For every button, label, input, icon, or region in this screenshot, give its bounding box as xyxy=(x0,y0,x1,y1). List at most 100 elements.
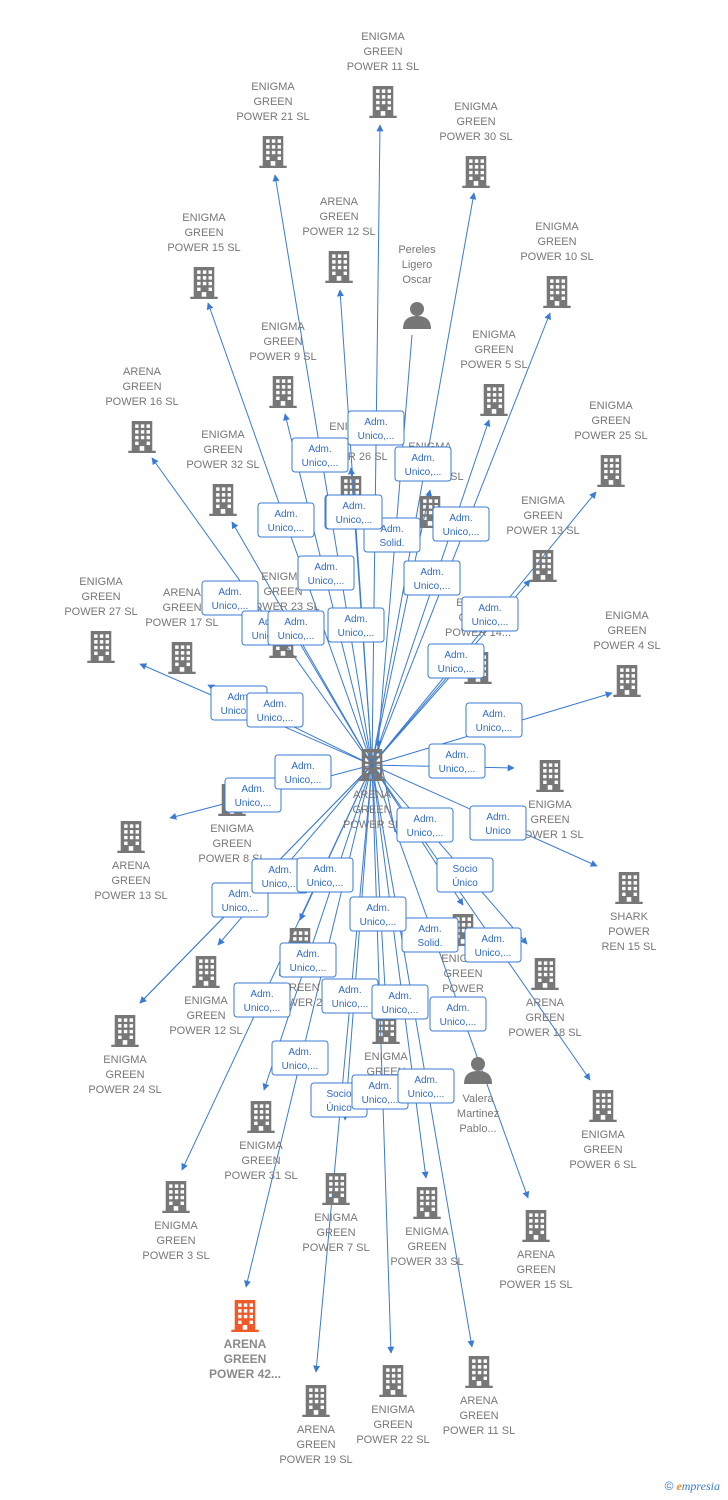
edge-label-n3[interactable]: Adm.Unico,... xyxy=(394,446,452,482)
edge-label-text: Adm. xyxy=(414,1075,437,1086)
edge-label-n41[interactable]: Adm.Unico,... xyxy=(396,807,454,843)
node-label-line: GREEN xyxy=(156,1235,195,1247)
node-label-line: ENIGMA xyxy=(239,1140,283,1152)
edge-label-n19[interactable]: Adm.Unico,... xyxy=(274,754,332,790)
edge-label-n30[interactable]: Adm.Unico,... xyxy=(429,996,487,1032)
node-label-line: GREEN xyxy=(184,227,223,239)
edge-label-n1[interactable]: Adm.Unico,... xyxy=(347,410,405,446)
edge-label-n24[interactable]: Adm.Unico,... xyxy=(464,927,522,963)
node-label-line: GREEN xyxy=(224,1352,267,1366)
node-label-line: ENIGMA xyxy=(361,31,405,43)
edge-label-n5[interactable]: Adm.Unico,... xyxy=(201,580,259,616)
edge-label-n40[interactable]: Adm.Unico,... xyxy=(397,1068,455,1104)
node-label-line: GREEN xyxy=(162,602,201,614)
edge-label-n7[interactable]: Adm.Unico,... xyxy=(432,506,490,542)
edge-label-text: Unico,... xyxy=(268,523,305,534)
building-icon xyxy=(543,276,571,308)
edge-label-box xyxy=(428,743,486,779)
edge-label-box xyxy=(401,917,459,953)
edge-label-n18[interactable]: Adm.Unico,... xyxy=(428,743,486,779)
edge-label-text: Unico,... xyxy=(308,576,345,587)
edge-label-text: Adm. xyxy=(308,444,331,455)
brand-initial: e xyxy=(676,1479,682,1493)
building-icon xyxy=(615,872,643,904)
node-label-line: GREEN xyxy=(363,46,402,58)
edge-label-n32[interactable]: Adm.Unico,... xyxy=(321,978,379,1014)
node-label-line: GREEN xyxy=(525,1012,564,1024)
edge-label-n10[interactable]: Adm.Unico,... xyxy=(297,555,355,591)
edge-label-n12[interactable]: Adm.Unico,... xyxy=(461,596,519,632)
empresia-brand[interactable]: ©empresia xyxy=(665,1479,720,1494)
edge-label-n20[interactable]: Adm.Unico xyxy=(469,805,527,841)
edge-label-n26[interactable]: Adm.Unico,... xyxy=(296,857,354,893)
edge-label-n31[interactable]: Adm.Unico,... xyxy=(271,1040,329,1076)
edge-label-n25[interactable]: Adm.Solid. xyxy=(401,917,459,953)
edge-label-n27[interactable]: Adm.Unico,... xyxy=(233,982,291,1018)
node-label-line: GREEN xyxy=(186,1010,225,1022)
node-label-line: ARENA xyxy=(320,196,359,208)
edge-label-n39[interactable]: Adm. Unico,... xyxy=(279,942,337,978)
edge-label-n17[interactable]: Adm.Unico,... xyxy=(224,777,282,813)
edge-label-n33[interactable]: Adm.Unico,... xyxy=(371,984,429,1020)
edge-label-box xyxy=(436,857,494,893)
edge-label-text: Adm. xyxy=(296,949,319,960)
edge-label-n37[interactable]: Adm.Unico,... xyxy=(267,610,325,646)
edge-label-n15[interactable]: Adm.Unico,... xyxy=(246,692,304,728)
building-icon xyxy=(531,958,559,990)
edge-label-n29[interactable]: Adm.Unico,... xyxy=(349,896,407,932)
edge-label-n38[interactable]: Adm.Unico,... xyxy=(427,643,485,679)
edge-label-n13[interactable]: Adm.Unico,... xyxy=(327,607,385,643)
edge-label-n8[interactable]: Adm.Unico,... xyxy=(257,502,315,538)
edge-label-text: Adm. xyxy=(364,417,387,428)
edge-label-text: Adm. xyxy=(241,784,264,795)
edge-label-n16[interactable]: Adm.Unico,... xyxy=(465,702,523,738)
edge-label-text: Unico,... xyxy=(360,917,397,928)
edge-label-box xyxy=(246,692,304,728)
edge-label-text: Adm. xyxy=(313,864,336,875)
node-n25[interactable]: ValeraMartinezPablo... xyxy=(457,1057,499,1135)
edge-label-text: Unico,... xyxy=(290,963,327,974)
edge-label-box xyxy=(233,982,291,1018)
edge-label-n36[interactable]: Adm.Unico,... xyxy=(403,560,461,596)
edge-label-n2[interactable]: Adm.Unico,... xyxy=(291,437,349,473)
edge-label-text: Unico,... xyxy=(336,515,373,526)
node-label-line: ENIGMA xyxy=(79,576,123,588)
edge-label-n35[interactable]: Adm.Unico,... xyxy=(325,494,383,530)
